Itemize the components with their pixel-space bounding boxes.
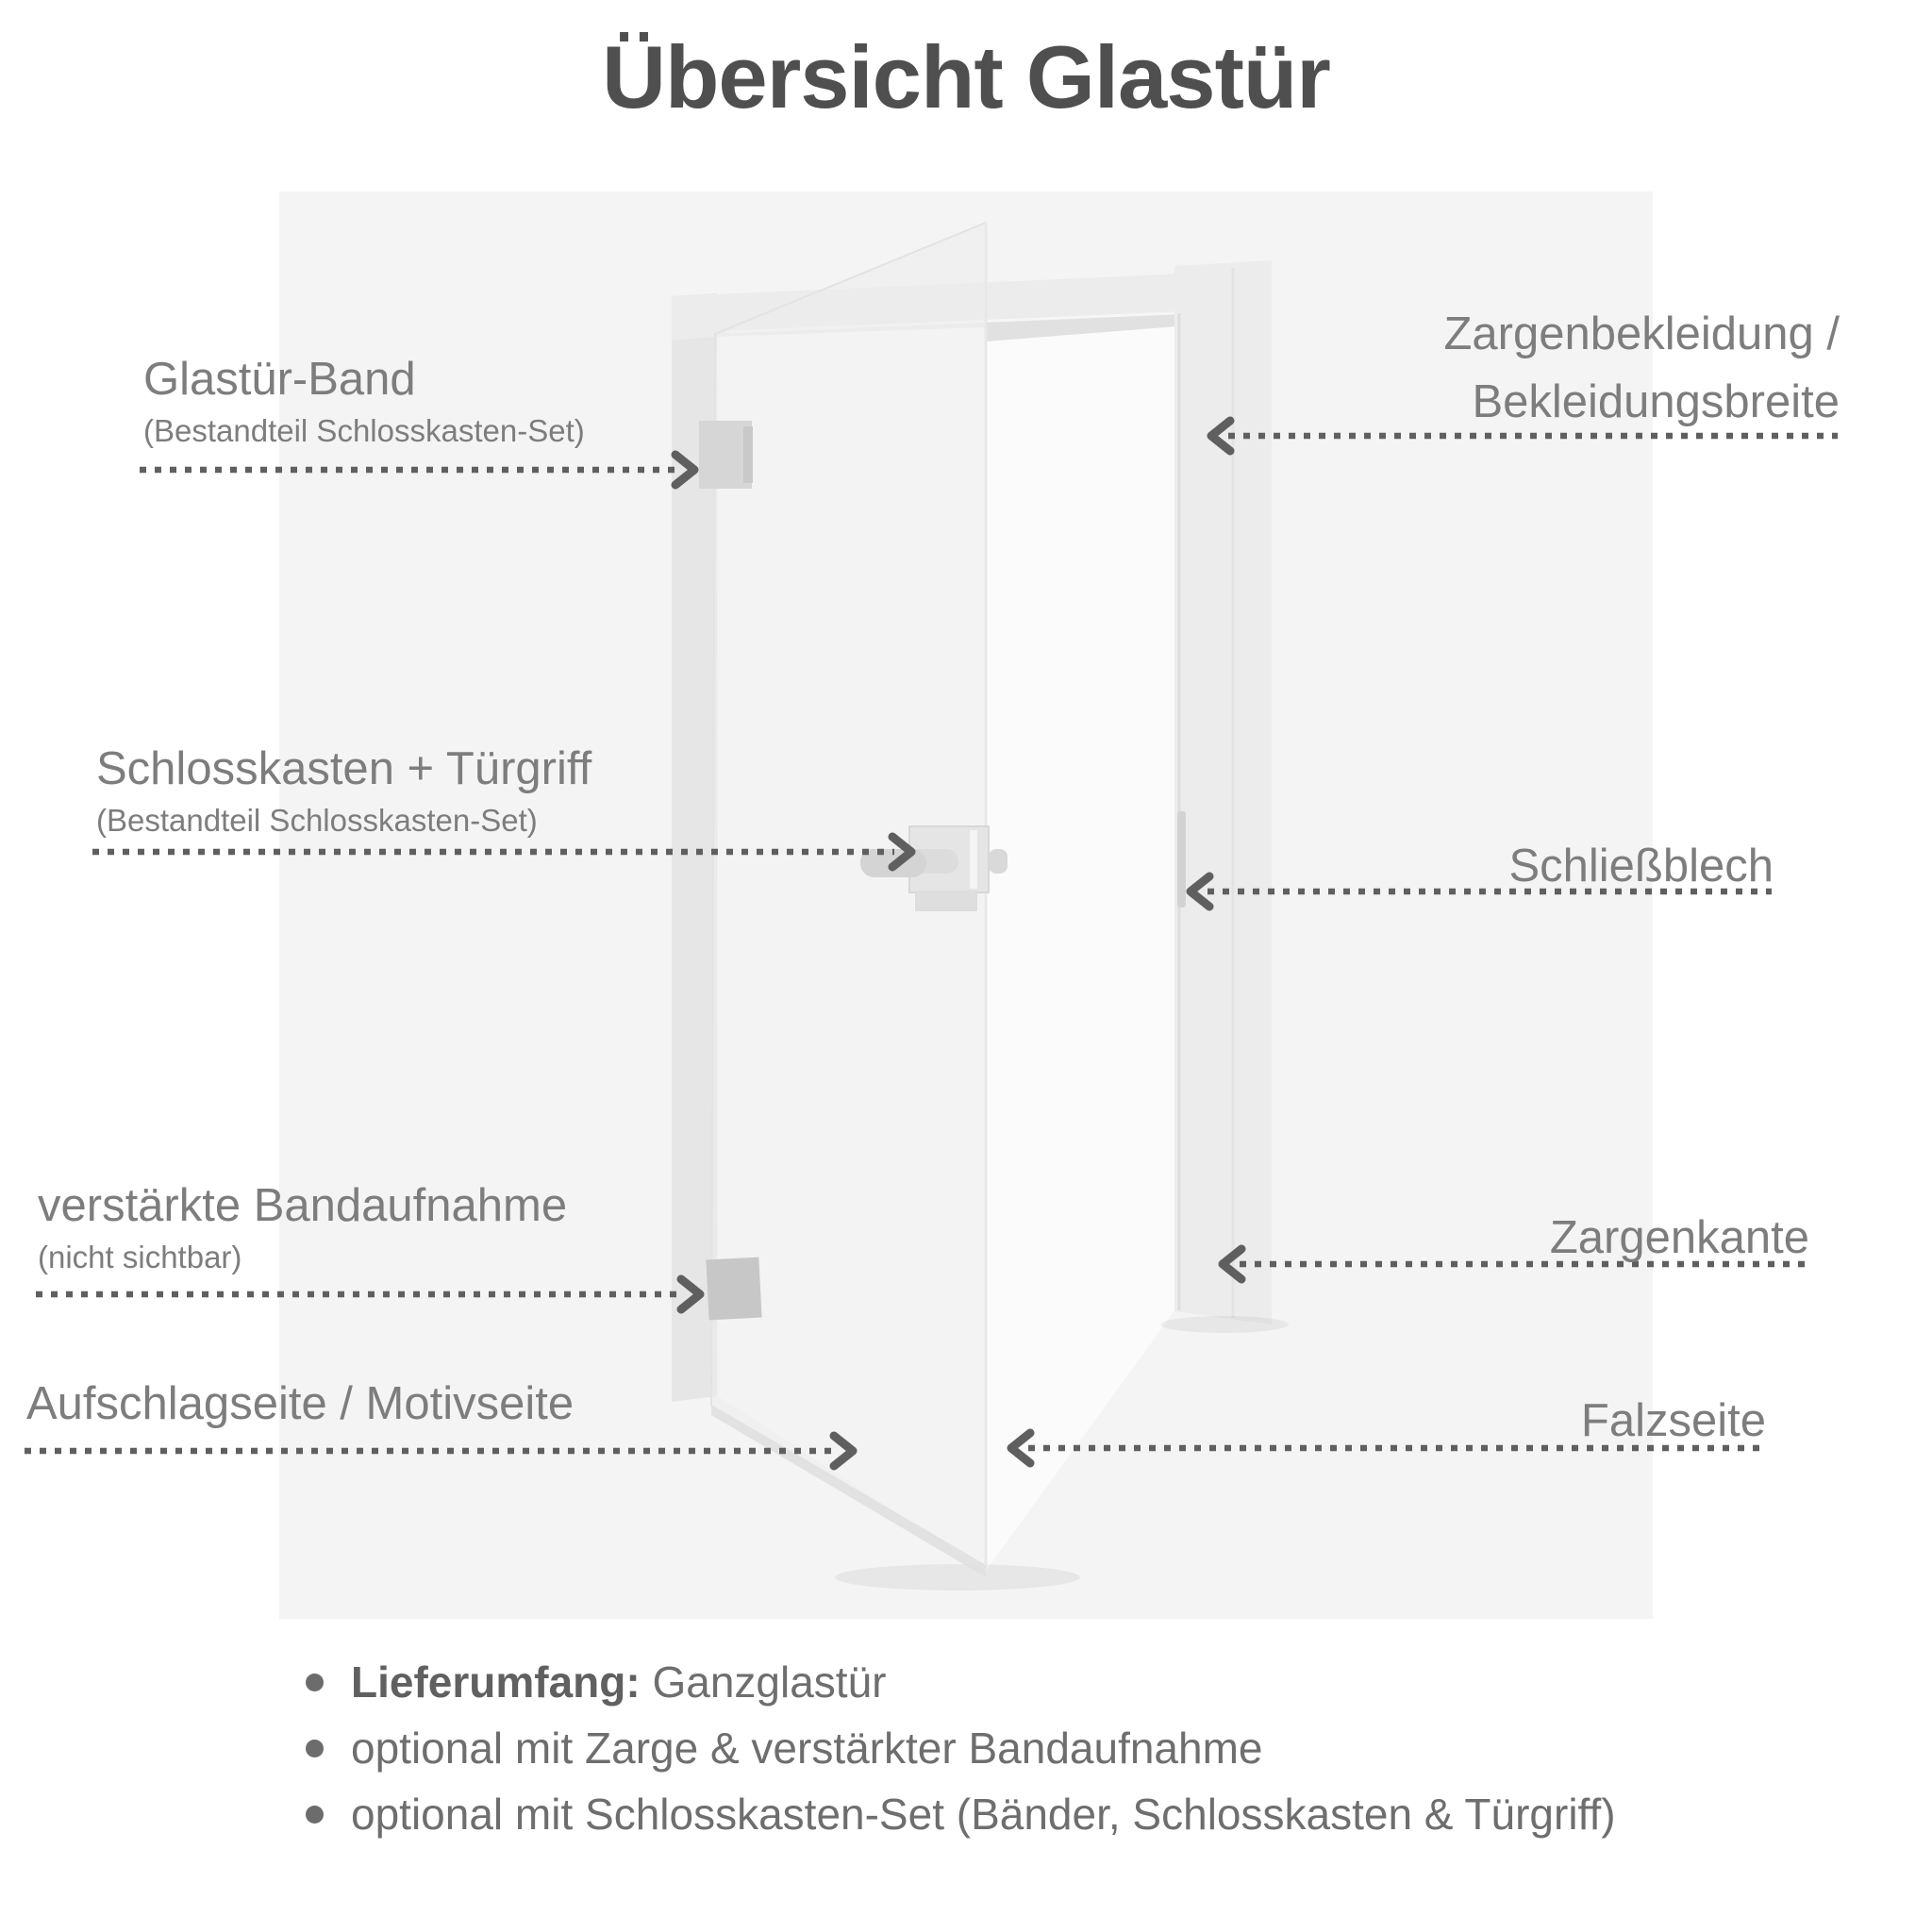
- page-title: Übersicht Glastür: [602, 27, 1331, 126]
- note-text: Ganzglastür: [640, 1657, 887, 1707]
- label-schliessblech: Schließblech: [1508, 832, 1774, 900]
- note-lieferumfang: Lieferumfang: Ganzglastür: [304, 1660, 1616, 1704]
- arrow-left-falzseite: [1007, 1428, 1035, 1468]
- frame-floor-shadow: [1160, 1316, 1289, 1333]
- notes-list: Lieferumfang: Ganzglastür optional mit Z…: [304, 1660, 1616, 1858]
- arrow-left-zargenkante: [1218, 1244, 1246, 1284]
- leaf-floor-shadow: [835, 1564, 1080, 1591]
- label-schlosskasten-title: Schlosskasten + Türgriff: [96, 743, 592, 794]
- label-schlosskasten-subtitle: (Bestandteil Schlosskasten-Set): [96, 802, 538, 838]
- label-falzseite: Falzseite: [1581, 1387, 1766, 1455]
- label-glastuer-band-title: Glastür-Band: [143, 354, 416, 405]
- label-aufschlagseite-title: Aufschlagseite / Motivseite: [26, 1378, 575, 1429]
- connector-lines: [25, 432, 1838, 1455]
- arrow-left-zargenbekleidung: [1207, 416, 1235, 456]
- note-text: optional mit Schlosskasten-Set (Bänder, …: [351, 1790, 1616, 1839]
- hinge-bottom: [706, 1257, 762, 1321]
- label-bandaufnahme-subtitle: (nicht sichtbar): [38, 1239, 242, 1274]
- label-zargenbekleidung-line1: Zargenbekleidung /: [1443, 308, 1840, 359]
- note-text: optional mit Zarge & verstärkter Bandauf…: [351, 1724, 1263, 1773]
- label-zargenkante-title: Zargenkante: [1549, 1212, 1809, 1263]
- label-bandaufnahme-title: verstärkte Bandaufnahme: [38, 1180, 568, 1231]
- label-schliessblech-title: Schließblech: [1508, 841, 1774, 891]
- strike-plate: [1177, 811, 1186, 908]
- label-schlosskasten: Schlosskasten + Türgriff (Bestandteil Sc…: [96, 743, 592, 838]
- label-bandaufnahme: verstärkte Bandaufnahme (nicht sichtbar): [38, 1180, 568, 1274]
- label-zargenkante: Zargenkante: [1550, 1204, 1809, 1272]
- arrowheads: [671, 416, 1246, 1471]
- arrow-right-aufschlagseite: [829, 1431, 858, 1471]
- arrow-left-schliessblech: [1186, 872, 1214, 911]
- label-glastuer-band: Glastür-Band (Bestandteil Schlosskasten-…: [143, 354, 585, 448]
- arrow-right-glastuer-band: [671, 450, 699, 490]
- note-option-schlosskasten-set: optional mit Schlosskasten-Set (Bänder, …: [304, 1792, 1616, 1836]
- note-option-zarge: optional mit Zarge & verstärkter Bandauf…: [304, 1726, 1616, 1770]
- door-frame-left-jamb: [672, 293, 717, 1402]
- note-bold: Lieferumfang:: [351, 1657, 641, 1707]
- label-zargenbekleidung: Zargenbekleidung / Bekleidungsbreite: [1443, 300, 1840, 436]
- label-falzseite-title: Falzseite: [1580, 1395, 1766, 1446]
- label-glastuer-band-subtitle: (Bestandteil Schlosskasten-Set): [143, 412, 585, 448]
- lock-box-and-handle: [860, 825, 1008, 911]
- hinge-top: [699, 421, 753, 489]
- label-zargenbekleidung-line2: Bekleidungsbreite: [1472, 376, 1840, 427]
- arrow-right-bandaufnahme: [676, 1274, 705, 1314]
- label-aufschlagseite: Aufschlagseite / Motivseite: [26, 1378, 575, 1430]
- door-frame-right-jamb: [1174, 260, 1272, 1324]
- arrow-right-schlosskasten: [888, 832, 916, 872]
